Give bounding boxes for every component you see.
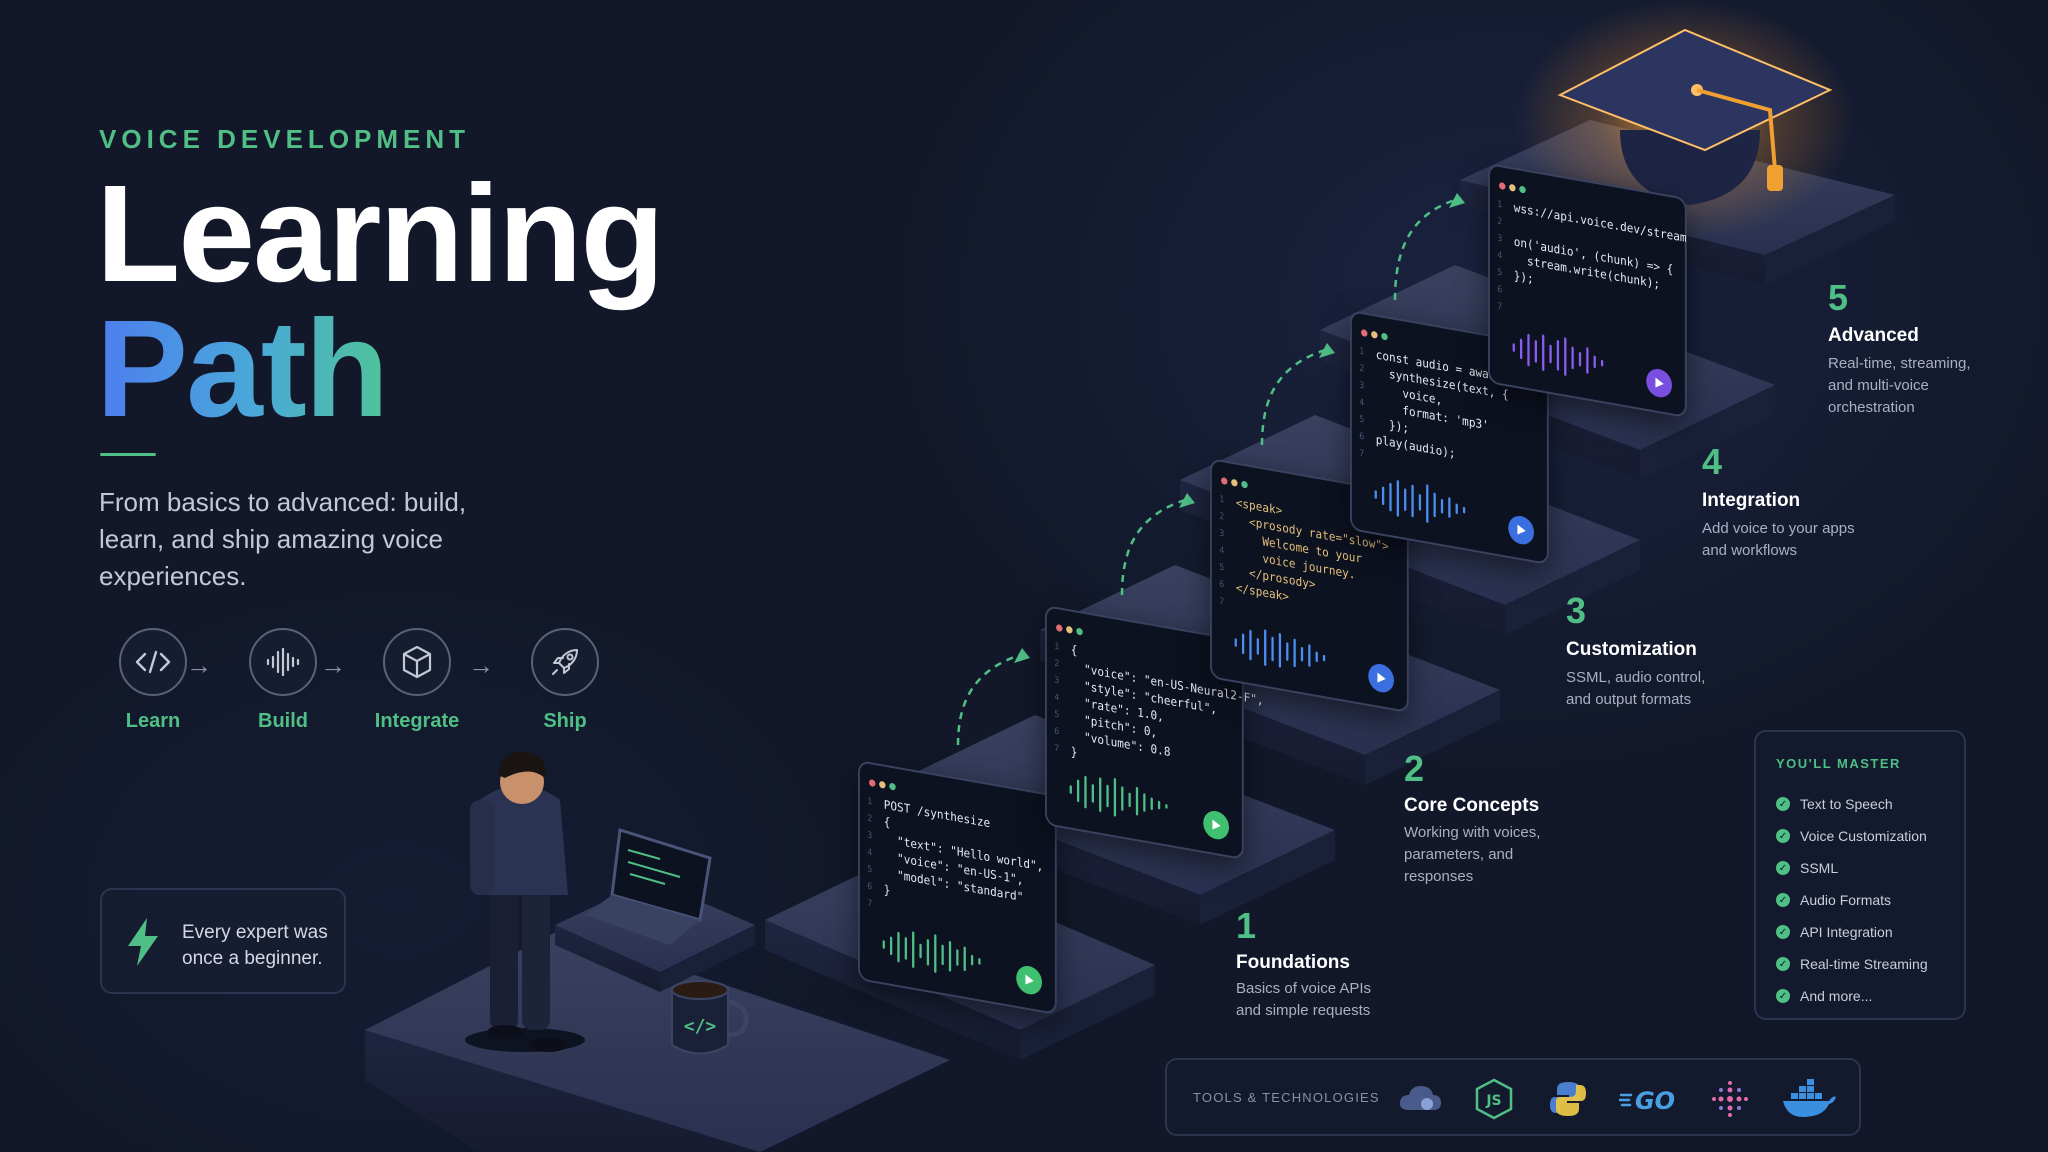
level-title: Integration: [1702, 490, 1801, 511]
waveform-icon: [1069, 775, 1168, 817]
quote-card: Every expert was once a beginner.: [100, 888, 346, 994]
code-snippet: wss://api.voice.dev/stream on('audio', (…: [1513, 200, 1687, 292]
list-item: ✓API Integration: [1776, 916, 1928, 948]
step-label: Build: [258, 710, 308, 732]
list-item: ✓Real-time Streaming: [1776, 948, 1928, 980]
check-icon: ✓: [1776, 893, 1790, 907]
cloud-icon: [1397, 1078, 1443, 1120]
level-title: Core Concepts: [1404, 795, 1540, 816]
code-window-2: 1 2 3 4 5 6 7 { "voice": "en-US-Neural2-…: [1045, 605, 1264, 861]
level-number: 4: [1702, 441, 1723, 482]
graduation-cap-icon: [1557, 28, 1833, 205]
docker-icon: [1781, 1078, 1837, 1120]
page-title-line1: Learning: [96, 157, 665, 311]
check-icon: ✓: [1776, 989, 1790, 1003]
skills-list: ✓Text to Speech ✓Voice Customization ✓SS…: [1776, 788, 1928, 1012]
step-label: Integrate: [374, 710, 460, 732]
subtitle: From basics to advanced: build, learn, a…: [99, 487, 467, 591]
code-snippet: POST /synthesize { "text": "Hello world"…: [883, 797, 1044, 905]
level-description: SSML, audio control,and output formats: [1566, 669, 1706, 708]
play-button[interactable]: [1368, 661, 1394, 695]
list-item: ✓And more...: [1776, 980, 1928, 1012]
level-title: Customization: [1566, 639, 1697, 660]
list-item: ✓Text to Speech: [1776, 788, 1928, 820]
step-label: Ship: [543, 710, 587, 732]
step-learn[interactable]: Learn: [98, 628, 208, 733]
arrow-right-icon: →: [186, 650, 212, 680]
waveform-icon: [1234, 629, 1326, 668]
skills-card: YOU'LL MASTER ✓Text to Speech ✓Voice Cus…: [1754, 730, 1966, 1020]
list-item: ✓Audio Formats: [1776, 884, 1928, 916]
lightning-bolt-icon: [124, 916, 162, 973]
level-number: 3: [1566, 590, 1587, 631]
skills-heading: YOU'LL MASTER: [1776, 756, 1901, 771]
developer-figure: [465, 751, 585, 1052]
dots-grid-icon: [1707, 1078, 1753, 1120]
step-ship[interactable]: Ship: [510, 628, 620, 733]
play-button[interactable]: [1016, 963, 1042, 997]
quote-text: Every expert was once a beginner.: [182, 922, 328, 969]
check-icon: ✓: [1776, 957, 1790, 971]
play-button[interactable]: [1508, 513, 1534, 547]
nodejs-icon: JS: [1471, 1078, 1517, 1120]
waveform-icon: [249, 628, 317, 696]
level-number: 2: [1404, 748, 1425, 789]
waveform-icon: [1374, 480, 1466, 523]
code-window-3: 1 2 3 4 5 6 7 <speak> <prosody rate="slo…: [1210, 458, 1409, 714]
check-icon: ✓: [1776, 925, 1790, 939]
go-icon: GO: [1619, 1078, 1679, 1120]
title-divider: [100, 453, 156, 456]
code-window-4: 1 2 3 4 5 6 7 const audio = await synthe…: [1350, 310, 1549, 566]
check-icon: ✓: [1776, 861, 1790, 875]
svg-text:GO: GO: [1635, 1087, 1675, 1114]
list-item: ✓Voice Customization: [1776, 820, 1928, 852]
mug-label: </>: [684, 1016, 717, 1037]
step-build[interactable]: Build: [228, 628, 338, 733]
level-number: 5: [1828, 277, 1849, 318]
arrow-right-icon: →: [320, 650, 346, 680]
progress-arrow-icon: [956, 198, 1456, 746]
process-steps: Learn → Build → Integrate → Ship: [98, 628, 618, 738]
waveform-icon: [1512, 333, 1604, 376]
level-title: Advanced: [1828, 325, 1919, 346]
arrow-right-icon: →: [468, 650, 494, 680]
check-icon: ✓: [1776, 829, 1790, 843]
cube-icon: [383, 628, 451, 696]
step-integrate[interactable]: Integrate: [362, 628, 472, 733]
coffee-mug-icon: </>: [671, 980, 749, 1055]
play-button[interactable]: [1646, 366, 1672, 400]
code-window-1: 1 2 3 4 5 6 7 POST /synthesize { "text":…: [858, 760, 1057, 1016]
play-button[interactable]: [1203, 808, 1229, 842]
step-label: Learn: [125, 710, 181, 732]
page-title-line2: Path: [96, 292, 389, 446]
code-window-5: 1 2 3 4 5 6 7 wss://api.voice.dev/stream…: [1488, 163, 1687, 419]
waveform-icon: [882, 931, 981, 973]
python-icon: [1545, 1078, 1591, 1120]
level-title: Foundations: [1236, 952, 1350, 973]
rocket-icon: [531, 628, 599, 696]
check-icon: ✓: [1776, 797, 1790, 811]
tools-label: TOOLS & TECHNOLOGIES: [1193, 1090, 1380, 1105]
laptop-icon: [555, 828, 755, 992]
level-number: 1: [1236, 905, 1257, 946]
svg-text:JS: JS: [1485, 1093, 1501, 1109]
list-item: ✓SSML: [1776, 852, 1928, 884]
eyebrow: VOICE DEVELOPMENT: [99, 124, 471, 154]
code-icon: [119, 628, 187, 696]
tools-bar: TOOLS & TECHNOLOGIES JS GO: [1165, 1058, 1861, 1136]
